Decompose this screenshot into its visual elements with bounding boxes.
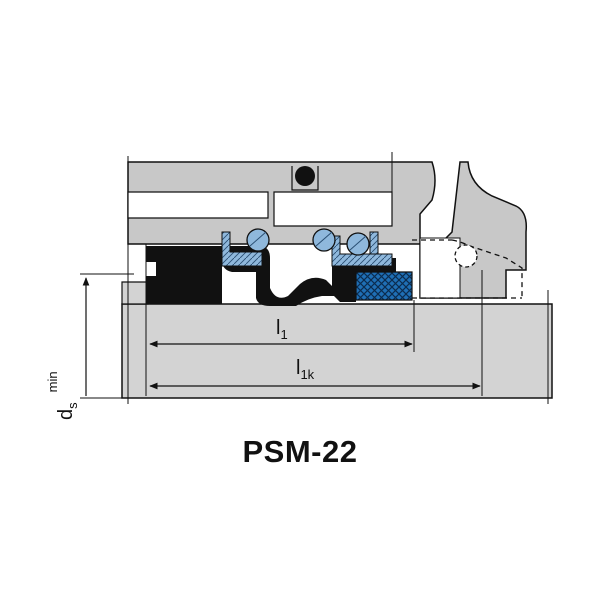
- seat-o-ring-dashed: [454, 244, 478, 268]
- rubber-bellows: [146, 246, 396, 306]
- o-ring-groove: [291, 166, 319, 191]
- shaft: [121, 303, 553, 399]
- spring-coil-3-hatch: [349, 235, 367, 251]
- l1k-label: l1k: [296, 357, 315, 382]
- ds-min-label: dsmin: [45, 371, 80, 420]
- stationary-seat-dashed: [412, 239, 523, 299]
- bellows-left-block: [146, 246, 222, 304]
- extension-lines: [80, 152, 549, 404]
- spring-retainer-right-tab: [369, 231, 379, 255]
- bellows-left-notch: [146, 262, 156, 276]
- housing-groove: [127, 191, 269, 219]
- spring-retainer-right: [331, 235, 393, 267]
- housing-recess: [273, 191, 393, 227]
- spring-retainer-left: [221, 231, 263, 267]
- housing-o-ring: [295, 166, 315, 186]
- seal-face-ring: [355, 271, 413, 301]
- spring-coil-1-hatch: [249, 231, 267, 247]
- l1-label: l1: [276, 317, 288, 342]
- product-title: PSM-22: [242, 434, 358, 469]
- shaft-chamfer: [121, 281, 149, 305]
- gland-seat-cutout: [419, 237, 461, 299]
- spring-coil-2-hatch: [315, 231, 333, 247]
